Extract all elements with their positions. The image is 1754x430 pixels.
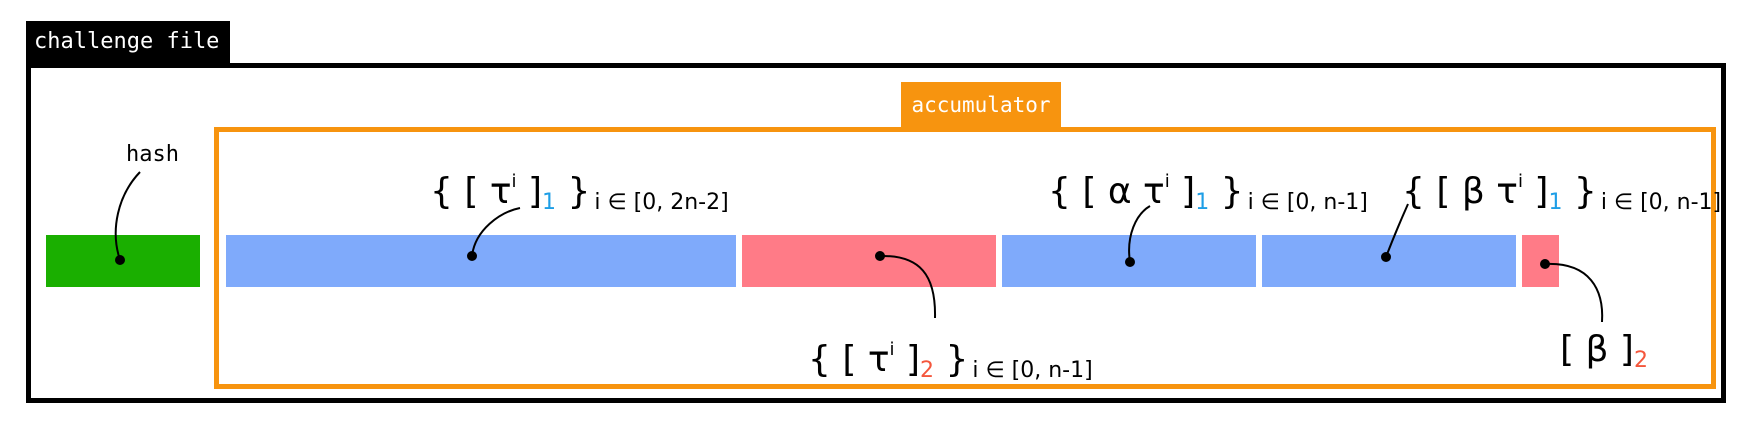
hash-label: hash (126, 142, 179, 167)
tau-g2-segment (742, 235, 996, 287)
beta-g2-dot (1540, 259, 1550, 269)
hash-leader (114, 171, 141, 261)
beta-g2-leader (1544, 262, 1604, 323)
tau-g2-label: { [ τi ]2 }i ∈ [0, n-1] (808, 339, 1093, 383)
challenge-file-frame (26, 63, 1726, 403)
beta-tau-label: { [ β τi ]1 }i ∈ [0, n-1] (1402, 171, 1722, 215)
hash-dot (115, 255, 125, 265)
alpha-tau-dot (1125, 257, 1135, 267)
alpha-tau-leader (1128, 205, 1151, 263)
tau-g1-dot (467, 251, 477, 261)
alpha-tau-label: { [ α τi ]1 }i ∈ [0, n-1] (1048, 171, 1368, 215)
tau-g2-dot (875, 251, 885, 261)
tau-g1-segment (226, 235, 736, 287)
accumulator-frame (214, 127, 1716, 389)
accumulator-tab: accumulator (901, 82, 1061, 128)
beta-tau-dot (1381, 252, 1391, 262)
tau-g1-leader (471, 207, 521, 257)
beta-g2-label: [ β ]2 (1560, 329, 1648, 374)
tau-g2-leader (879, 254, 937, 319)
tau-g1-label: { [ τi ]1 }i ∈ [0, 2n-2] (430, 171, 729, 215)
beta-g2-segment (1522, 235, 1559, 287)
beta-tau-leader (1385, 203, 1409, 258)
challenge-file-tab: challenge file (26, 21, 230, 63)
